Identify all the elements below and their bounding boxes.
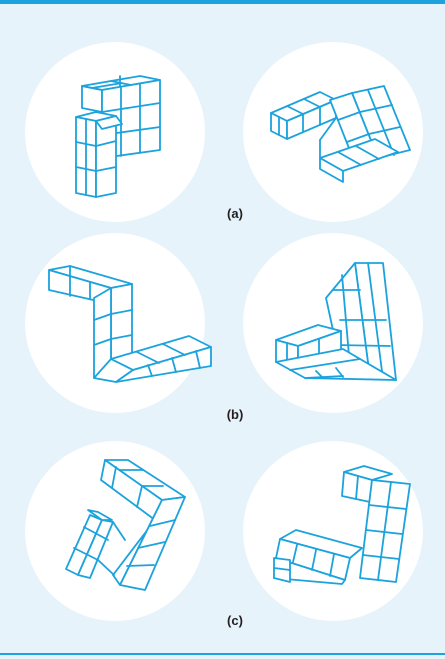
label-a: (a) <box>205 206 265 221</box>
label-b: (b) <box>205 407 265 422</box>
label-c: (c) <box>205 613 265 628</box>
